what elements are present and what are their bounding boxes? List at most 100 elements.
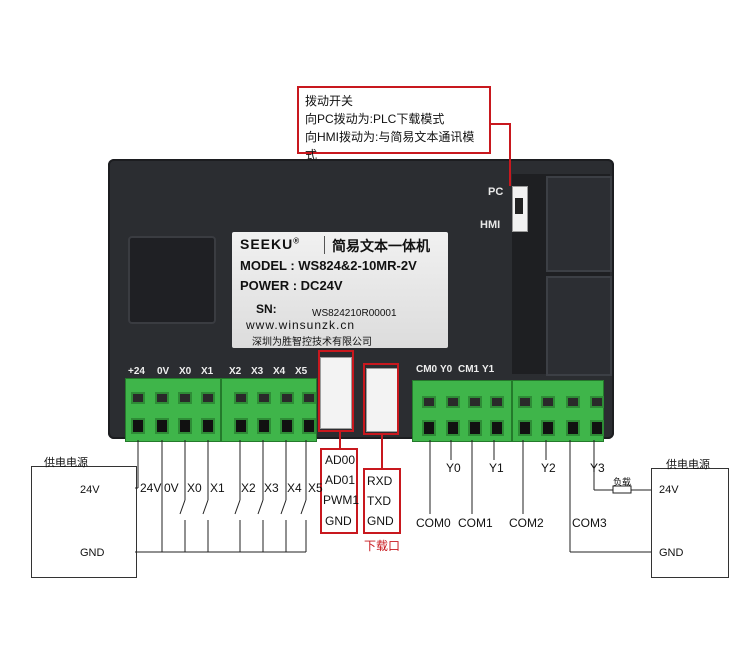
model-label: MODEL : WS824&2-10MR-2V <box>240 258 417 273</box>
sn-value: WS824210R00001 <box>312 308 397 319</box>
terminal-label: CM1 <box>458 364 480 375</box>
website-url: www.winsunzk.cn <box>246 318 356 332</box>
terminal-screw <box>155 418 169 434</box>
wire-label: X0 <box>187 481 202 495</box>
terminal-screw <box>468 420 482 436</box>
callout-hmi-mode: 向HMI拨动为:与简易文本通讯模式 <box>305 130 475 162</box>
terminal-label: X3 <box>251 366 264 377</box>
terminal-label: X5 <box>295 366 308 377</box>
terminal-label: +24 <box>128 366 145 377</box>
terminal-screw <box>422 420 436 436</box>
terminal-screw-head <box>302 392 316 404</box>
callout-pc-mode: 向PC拨动为:PLC下载模式 <box>305 112 445 126</box>
left-psu-24v: 24V <box>80 484 100 496</box>
terminal-label: X2 <box>229 366 242 377</box>
terminal-label: Y1 <box>482 364 495 375</box>
port-download-gnd: GND <box>367 514 394 528</box>
port-analog-gnd: GND <box>325 514 352 528</box>
port-txd: TXD <box>367 494 391 508</box>
terminal-screw-head <box>131 392 145 404</box>
terminal-screw <box>302 418 316 434</box>
power-label: POWER : DC24V <box>240 278 343 293</box>
terminal-screw-head <box>155 392 169 404</box>
analog-port-list <box>320 448 358 534</box>
wire-label: X4 <box>287 481 302 495</box>
common-label-com0: COM0 <box>416 516 451 530</box>
common-label-com3: COM3 <box>572 516 607 530</box>
terminal-screw-head <box>178 392 192 404</box>
terminal-label: CM0 <box>416 364 438 375</box>
output-label-y3: Y3 <box>590 461 605 475</box>
port-rxd: RXD <box>367 474 393 488</box>
terminal-label: 0V <box>157 366 170 377</box>
left-psu-title: 供电电源 <box>44 457 88 469</box>
wire-label: 24V <box>140 481 162 495</box>
left-psu-gnd: GND <box>80 547 105 559</box>
terminal-screw <box>201 418 215 434</box>
output-label-y2: Y2 <box>541 461 556 475</box>
analog-connector <box>320 357 352 429</box>
terminal-screw <box>257 418 271 434</box>
port-ad00: AD00 <box>325 453 356 467</box>
right-power-supply <box>651 468 729 578</box>
terminal-label: X0 <box>179 366 192 377</box>
company-name: 深圳为胜智控技术有限公司 <box>252 337 372 348</box>
terminal-screw <box>566 420 580 436</box>
left-power-supply <box>31 466 137 578</box>
callout-title: 拨动开关 <box>305 94 354 108</box>
terminal-label: Y0 <box>440 364 453 375</box>
terminal-screw-head <box>468 396 482 408</box>
terminal-label: X1 <box>201 366 214 377</box>
terminal-screw-head <box>422 396 436 408</box>
wire-label: X5 <box>308 481 323 495</box>
wire-label: X2 <box>241 481 256 495</box>
terminal-label: X4 <box>273 366 286 377</box>
right-psu-24v: 24V <box>659 484 679 496</box>
product-sticker: SEEKU® 简易文本一体机 MODEL : WS824&2-10MR-2V P… <box>232 232 448 348</box>
right-psu-title: 供电电源 <box>666 459 710 471</box>
brand-name: SEEKU® <box>240 236 300 252</box>
brand-registered-mark: ® <box>293 236 301 246</box>
terminal-screw-head <box>257 392 271 404</box>
port-pwm1: PWM1 <box>323 493 359 507</box>
product-name: 简易文本一体机 <box>332 238 430 254</box>
terminal-screw <box>541 420 555 436</box>
terminal-screw <box>446 420 460 436</box>
switch-callout: 拨动开关 向PC拨动为:PLC下载模式 向HMI拨动为:与简易文本通讯模式 <box>297 86 491 162</box>
right-psu-gnd: GND <box>659 547 684 559</box>
output-label-y1: Y1 <box>489 461 504 475</box>
wire-label: X1 <box>210 481 225 495</box>
terminal-screw-head <box>590 396 604 408</box>
terminal-screw <box>178 418 192 434</box>
common-label-com2: COM2 <box>509 516 544 530</box>
wire-label: 0V <box>164 481 179 495</box>
terminal-screw-head <box>566 396 580 408</box>
analog-connector-outline <box>318 350 354 432</box>
terminal-screw <box>490 420 504 436</box>
terminal-screw-head <box>446 396 460 408</box>
terminal-screw-head <box>541 396 555 408</box>
terminal-screw-head <box>518 396 532 408</box>
terminal-screw <box>131 418 145 434</box>
switch-label-hmi: HMI <box>480 219 501 231</box>
terminal-screw-head <box>280 392 294 404</box>
lcd-window <box>128 236 216 324</box>
rj-connector-bottom <box>546 276 612 376</box>
wire-label: X3 <box>264 481 279 495</box>
output-label-y0: Y0 <box>446 461 461 475</box>
terminal-screw-head <box>490 396 504 408</box>
load-label: 负载 <box>613 477 632 487</box>
terminal-screw <box>590 420 604 436</box>
brand-text: SEEKU <box>240 236 294 252</box>
port-ad01: AD01 <box>325 473 356 487</box>
terminal-screw-head <box>234 392 248 404</box>
terminal-screw-head <box>201 392 215 404</box>
terminal-screw <box>280 418 294 434</box>
download-port-title: 下载口 <box>364 539 401 553</box>
common-label-com1: COM1 <box>458 516 493 530</box>
download-connector-outline <box>363 363 399 435</box>
dip-switch-knob[interactable] <box>515 198 523 214</box>
download-port-list <box>363 468 401 534</box>
terminal-screw <box>518 420 532 436</box>
